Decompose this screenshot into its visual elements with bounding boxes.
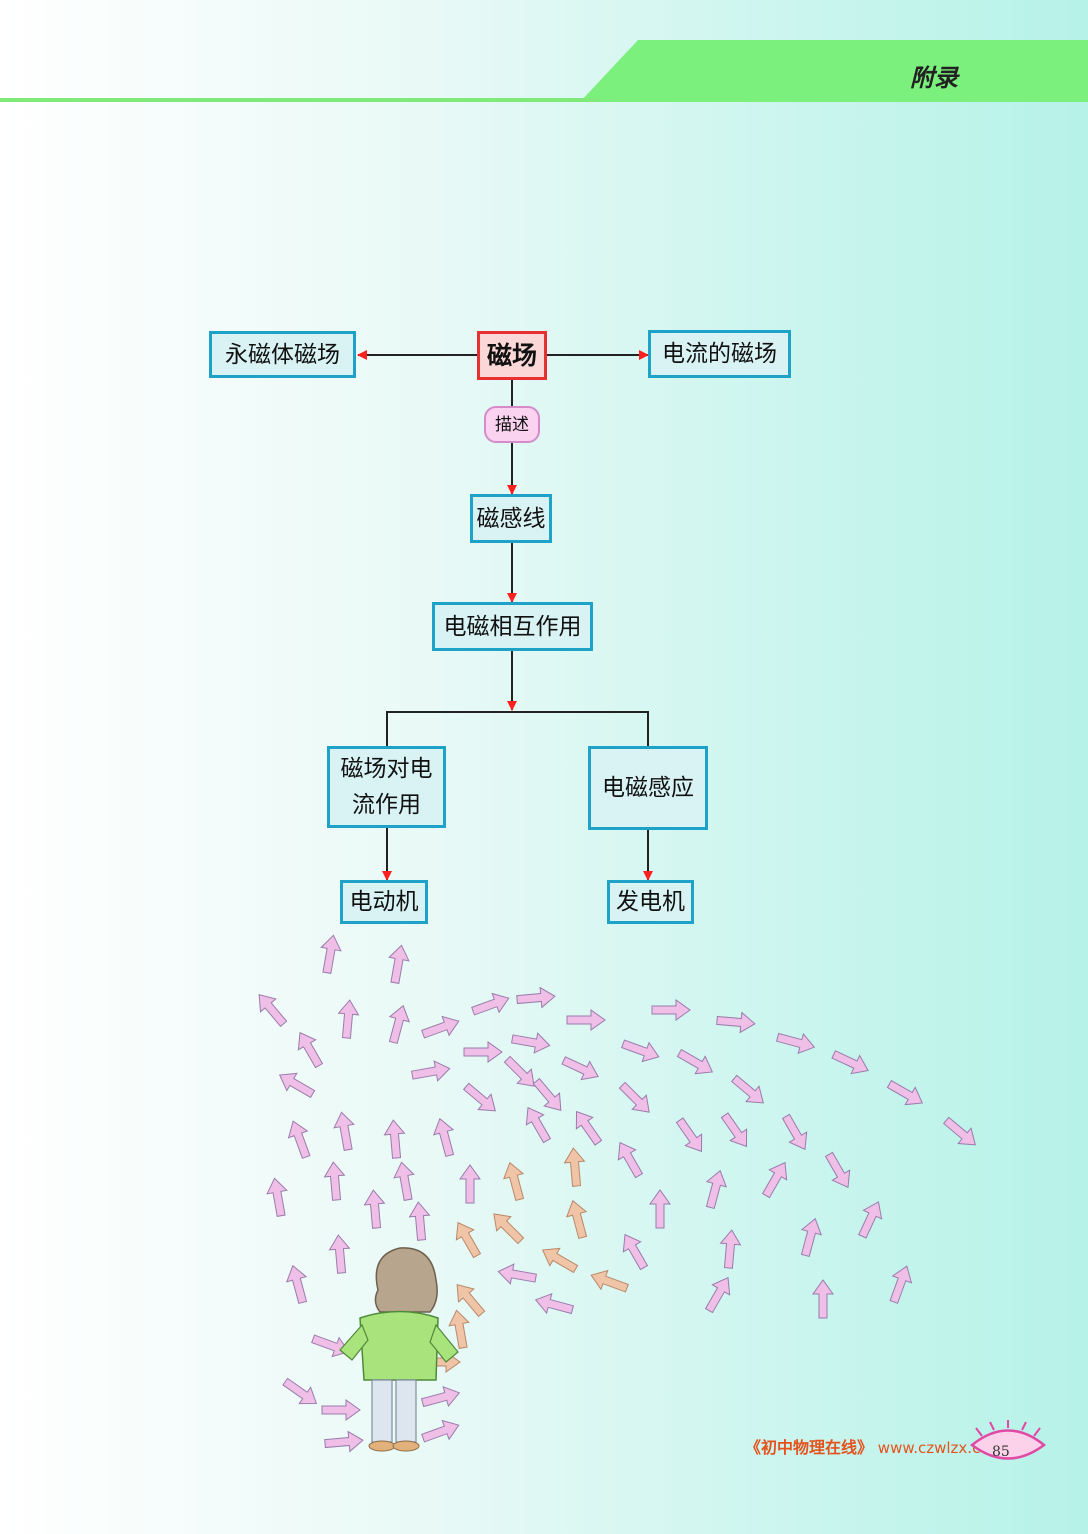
field-arrow [516,986,556,1009]
node-permanent-magnet-field: 永磁体磁场 [209,331,356,378]
field-arrow [317,934,343,975]
page-number: 85 [992,1444,1010,1460]
field-arrow [533,1290,575,1319]
node-force-on-current: 磁场对电 流作用 [327,746,446,828]
field-arrow [420,1012,463,1044]
field-arrow [332,1111,358,1152]
field-arrow [674,1044,717,1080]
field-arrow [728,1071,770,1111]
field-arrow [615,1078,656,1119]
field-arrow [460,1165,480,1203]
girl-figure [340,1248,458,1451]
field-arrow [620,1034,663,1066]
field-arrow [275,1066,318,1102]
field-arrow [775,1028,817,1057]
field-arrow [563,1147,586,1187]
field-arrow [500,1160,529,1202]
node-field-lines: 磁感线 [470,494,552,543]
node-motor: 电动机 [340,880,428,924]
node-generator: 发电机 [607,880,694,924]
field-arrow [324,1430,364,1453]
field-arrow [538,1241,581,1277]
field-arrow [283,1263,312,1305]
field-arrow [500,1052,541,1093]
field-arrow [470,989,513,1021]
field-arrow-group [251,934,981,1454]
field-arrow [265,1177,291,1218]
node-electromagnetic-interaction: 电磁相互作用 [432,602,593,651]
field-arrow [519,1103,555,1146]
field-arrow [718,1229,741,1269]
field-arrow [336,999,359,1039]
field-arrow [408,1201,431,1241]
node-electromagnetic-induction: 电磁感应 [588,746,708,830]
field-arrow [853,1198,887,1241]
field-arrow [829,1045,872,1079]
field-arrow [568,1106,606,1149]
field-arrow [796,1216,825,1258]
field-arrow [701,1168,730,1210]
field-arrow [449,1218,485,1261]
field-arrow [716,1010,756,1033]
field-arrow [323,1161,346,1201]
node-current-magnetic-field: 电流的磁场 [648,330,791,378]
field-arrow [563,1198,592,1240]
field-arrow [497,1262,538,1288]
field-arrow [420,1383,462,1412]
field-arrow [385,944,411,985]
field-arrow [328,1234,351,1274]
branch-connector [387,712,648,746]
field-arrow [291,1028,327,1071]
field-arrow [322,1400,360,1420]
field-arrow [813,1280,833,1318]
field-arrow [392,1161,418,1202]
field-arrow [650,1190,670,1228]
node-force-on-current-line1: 磁场对电 [341,751,433,787]
field-arrow [251,988,291,1030]
field-arrow [671,1115,709,1158]
field-arrow [384,1003,413,1045]
field-arrow [611,1138,647,1181]
field-arrow [940,1113,982,1153]
footer-watermark: 《初中物理在线》 www.czwlzx.com [745,1434,1004,1458]
field-arrow [411,1059,452,1085]
field-arrow [460,1079,502,1119]
field-arrow [420,1416,463,1448]
label-describe: 描述 [484,406,540,443]
field-arrow [757,1158,793,1201]
field-arrow [280,1373,323,1411]
field-arrow [430,1116,459,1158]
node-force-on-current-line2: 流作用 [352,787,421,823]
field-arrow [363,1189,386,1229]
field-arrow [616,1230,652,1273]
field-arrow [511,1029,552,1055]
field-arrow [588,1266,631,1298]
field-arrow [700,1273,736,1316]
field-arrow [464,1042,502,1062]
field-arrow [567,1010,605,1030]
field-arrow [284,1118,316,1161]
field-arrow [777,1111,813,1154]
field-arrow [559,1051,602,1085]
footer-site-name: 《初中物理在线》 [745,1438,873,1457]
field-arrow [884,1075,927,1111]
field-arrow [652,1000,690,1020]
field-arrow [820,1149,856,1192]
node-magnetic-field: 磁场 [477,331,547,380]
field-arrow [716,1110,754,1153]
field-arrow [884,1263,916,1306]
field-arrow [383,1119,406,1159]
field-arrow [487,1207,528,1248]
